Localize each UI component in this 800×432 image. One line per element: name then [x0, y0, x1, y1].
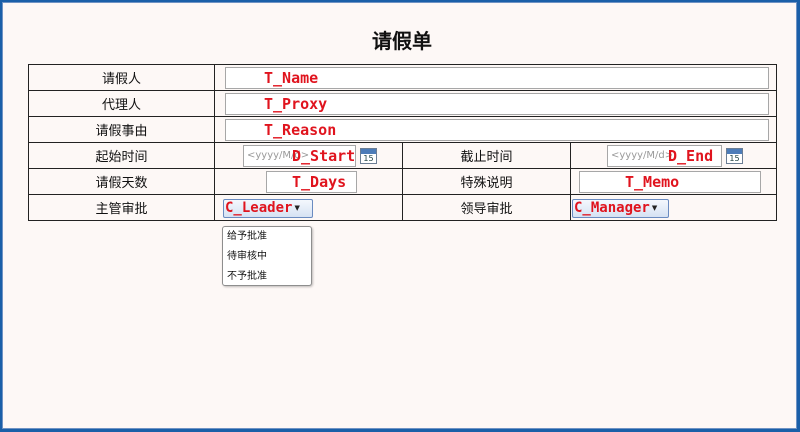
- start-date-value: D_Start: [292, 146, 356, 165]
- dropdown-arrow-icon: ▼: [294, 204, 300, 212]
- days-input[interactable]: T_Days: [266, 170, 357, 193]
- end-label: 截止时间: [402, 142, 571, 169]
- start-date-placeholder: <yyyy/M/d>: [247, 150, 310, 161]
- row-proxy: 代理人 T_Proxy: [28, 90, 777, 117]
- row-dates: 起始时间 <yyyy/M/d> D_Start 15 截止时间 <yyyy/M/…: [28, 142, 777, 169]
- proxy-value: T_Proxy: [264, 94, 328, 113]
- manager-approval-label: 领导审批: [402, 194, 571, 221]
- start-date-input[interactable]: <yyyy/M/d> D_Start: [243, 144, 356, 167]
- manager-approval-value: C_Manager: [574, 200, 650, 216]
- page-title: 请假单: [372, 29, 432, 53]
- row-name: 请假人 T_Name: [28, 64, 777, 91]
- row-days-memo: 请假天数 T_Days 特殊说明 T_Memo: [28, 168, 777, 195]
- days-value: T_Days: [292, 172, 347, 191]
- proxy-label: 代理人: [28, 90, 215, 117]
- name-input[interactable]: T_Name: [225, 66, 769, 89]
- leader-approval-select[interactable]: C_Leader ▼: [223, 198, 313, 218]
- dropdown-option[interactable]: 不予批准: [227, 271, 267, 282]
- name-value: T_Name: [264, 68, 319, 87]
- start-label: 起始时间: [28, 142, 215, 169]
- row-approval: 主管审批 C_Leader ▼ 领导审批 C_Manager ▼: [28, 194, 777, 221]
- name-label: 请假人: [28, 64, 215, 91]
- reason-value: T_Reason: [264, 120, 337, 139]
- end-date-input[interactable]: <yyyy/M/d> D_End: [607, 144, 722, 167]
- proxy-input[interactable]: T_Proxy: [225, 92, 769, 115]
- memo-input[interactable]: T_Memo: [579, 170, 761, 193]
- dropdown-arrow-icon: ▼: [651, 204, 658, 212]
- days-label: 请假天数: [28, 168, 215, 195]
- leader-approval-label: 主管审批: [28, 194, 215, 221]
- reason-input[interactable]: T_Reason: [225, 118, 769, 141]
- calendar-icon[interactable]: 15: [360, 147, 377, 164]
- memo-label: 特殊说明: [402, 168, 571, 195]
- end-date-value: D_End: [668, 146, 714, 165]
- manager-approval-select[interactable]: C_Manager ▼: [572, 198, 669, 218]
- end-date-placeholder: <yyyy/M/d>: [611, 150, 674, 161]
- memo-value: T_Memo: [625, 172, 680, 191]
- leader-approval-dropdown: 给予批准 待审核中 不予批准: [222, 226, 312, 286]
- dropdown-option[interactable]: 待审核中: [227, 251, 267, 262]
- dropdown-option[interactable]: 给予批准: [227, 231, 267, 242]
- reason-label: 请假事由: [28, 116, 215, 143]
- row-reason: 请假事由 T_Reason: [28, 116, 777, 143]
- leader-approval-value: C_Leader: [225, 200, 293, 216]
- calendar-icon[interactable]: 15: [726, 147, 743, 164]
- leave-form-table: 请假人 T_Name 代理人 T_Proxy 请假事由 T_Reason: [28, 64, 777, 221]
